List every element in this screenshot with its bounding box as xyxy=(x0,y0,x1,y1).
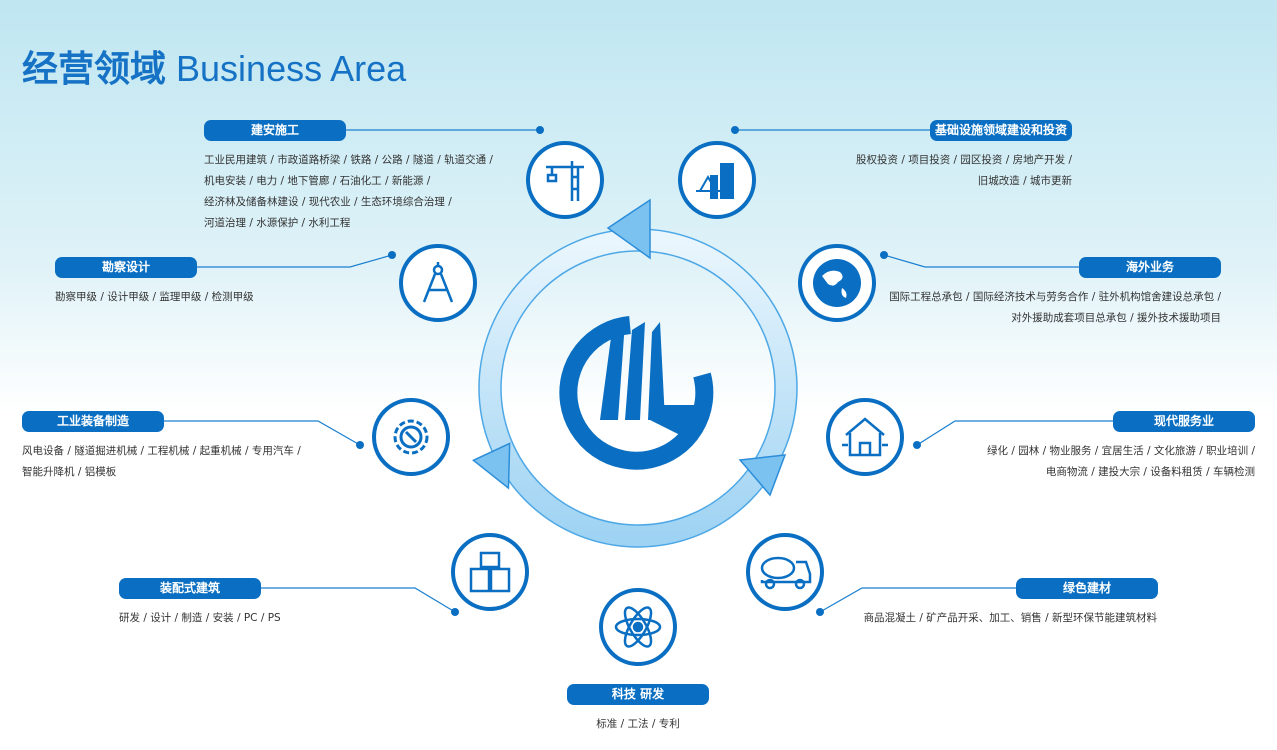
area-label-industrial-equipment: 工业装备制造 xyxy=(22,411,164,432)
area-label-infrastructure-investment: 基础设施领域建设和投资 xyxy=(930,120,1072,141)
title-en: Business Area xyxy=(176,48,407,89)
area-desc-infrastructure-investment: 股权投资 / 项目投资 / 园区投资 / 房地产开发 /旧城改造 / 城市更新 xyxy=(855,154,1072,187)
area-label-prefab-building: 装配式建筑 xyxy=(119,578,261,599)
gear-wrench-icon xyxy=(372,398,450,476)
area-desc-modern-services: 绿化 / 园林 / 物业服务 / 宜居生活 / 文化旅游 / 职业培训 /电商物… xyxy=(987,445,1255,478)
area-label-modern-services: 现代服务业 xyxy=(1113,411,1255,432)
title-cn: 经营领域 xyxy=(22,49,167,90)
compass-icon xyxy=(399,244,477,322)
globe-icon xyxy=(798,244,876,322)
tower-crane-icon xyxy=(526,141,604,219)
area-desc-tech-rd: 标准 / 工法 / 专利 xyxy=(596,718,680,730)
concrete-mixer-truck-icon xyxy=(746,533,824,611)
area-desc-prefab-building: 研发 / 设计 / 制造 / 安装 / PC / PS xyxy=(119,612,281,624)
area-desc-industrial-equipment: 风电设备 / 隧道掘进机械 / 工程机械 / 起重机械 / 专用汽车 /智能升降… xyxy=(22,445,301,478)
prefab-building-icon xyxy=(451,533,529,611)
company-logo xyxy=(559,316,714,470)
area-desc-construction: 工业民用建筑 / 市政道路桥梁 / 铁路 / 公路 / 隧道 / 轨道交通 /机… xyxy=(204,154,493,229)
area-label-green-materials: 绿色建材 xyxy=(1016,578,1158,599)
city-bridge-icon xyxy=(678,141,756,219)
area-label-overseas: 海外业务 xyxy=(1079,257,1221,278)
area-label-tech-rd: 科技 研发 xyxy=(567,684,709,705)
area-desc-overseas: 国际工程总承包 / 国际经济技术与劳务合作 / 驻外机构馆舍建设总承包 /对外援… xyxy=(889,291,1221,324)
house-icon xyxy=(826,398,904,476)
atom-icon xyxy=(599,588,677,666)
area-desc-survey-design: 勘察甲级 / 设计甲级 / 监理甲级 / 检测甲级 xyxy=(55,291,254,303)
cycle-arrows xyxy=(472,198,798,548)
area-label-survey-design: 勘察设计 xyxy=(55,257,197,278)
area-desc-green-materials: 商品混凝土 / 矿产品开采、加工、销售 / 新型环保节能建筑材料 xyxy=(863,612,1157,624)
area-label-construction: 建安施工 xyxy=(204,120,346,141)
